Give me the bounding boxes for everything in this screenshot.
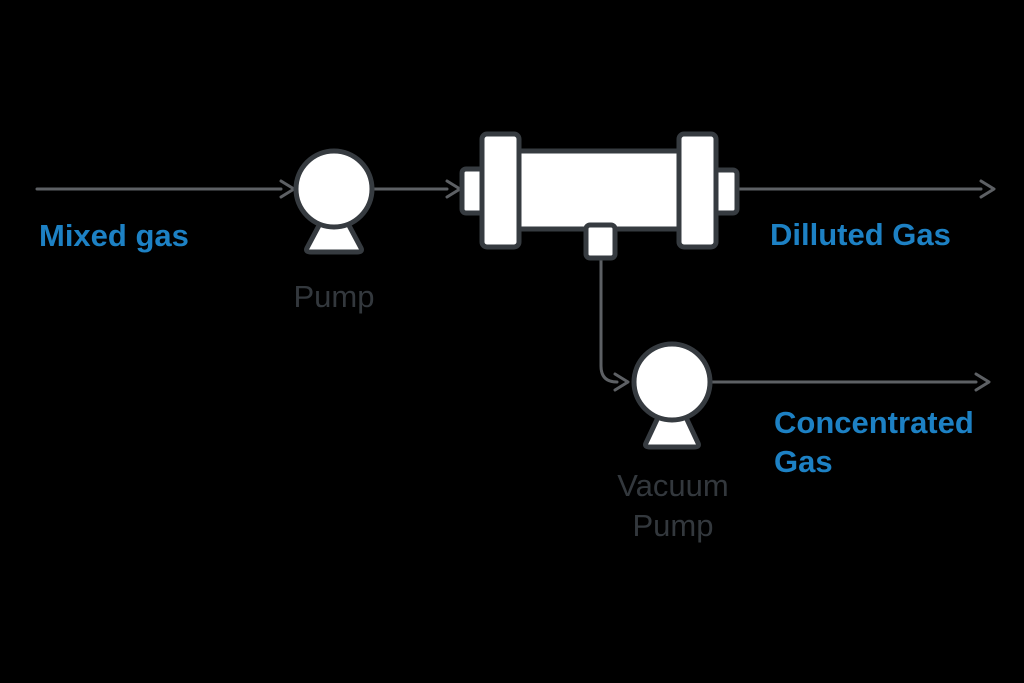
pump-to-module-flow-arrow-icon (370, 179, 462, 199)
concentrated-gas-flow-arrow-icon (708, 372, 991, 392)
label-mixed-gas: Mixed gas (39, 218, 189, 253)
feed-flow-arrow-icon (35, 179, 296, 199)
label-dilluted-gas: Dilluted Gas (770, 217, 951, 252)
membrane-module-icon (459, 131, 740, 261)
label-pump: Pump (293, 279, 375, 314)
permeate-flow-arrow-icon (599, 256, 630, 392)
module-body (514, 148, 684, 232)
label-concentrated-gas: Concentrated Gas (774, 405, 974, 479)
vacuum-pump-icon (631, 341, 713, 450)
module-bottom-port (583, 222, 618, 261)
module-left-flange (479, 131, 522, 250)
pump-icon (293, 148, 375, 255)
label-vacuum-pump: Vacuum Pump (617, 468, 729, 543)
module-right-flange (676, 131, 719, 250)
dilluted-gas-flow-arrow-icon (735, 179, 996, 199)
